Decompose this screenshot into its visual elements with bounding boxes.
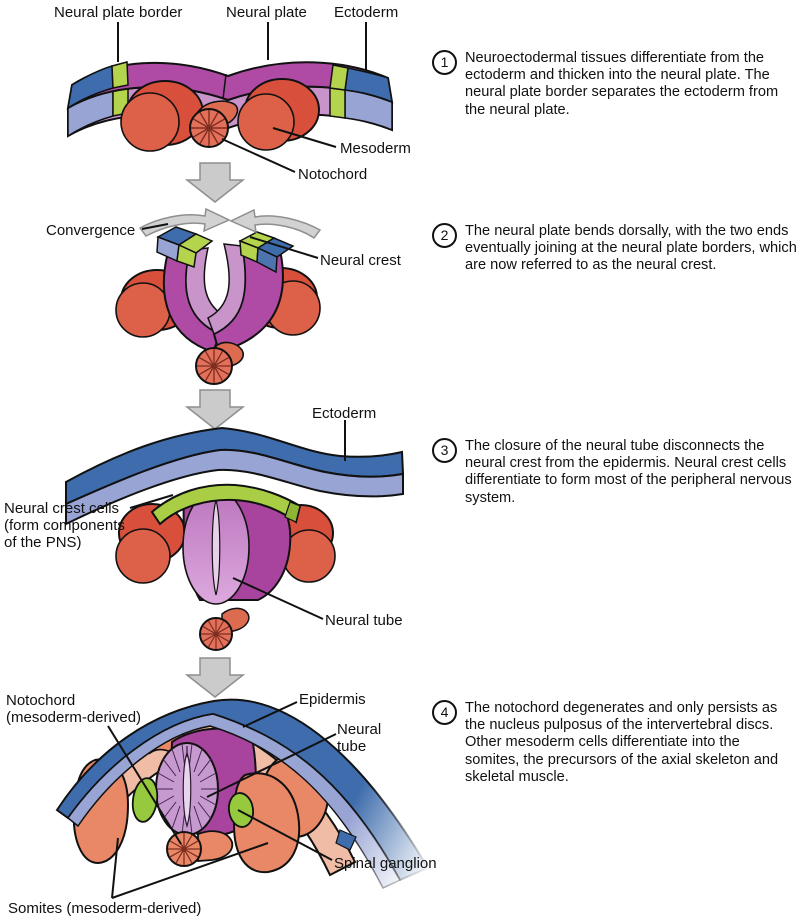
step-1: 1 Neuroectodermal tissues differentiate … [430, 50, 798, 119]
border-top-left [111, 61, 129, 89]
notochord-4 [166, 830, 234, 867]
step-2-number-badge: 2 [432, 223, 457, 248]
notochord-1 [189, 100, 239, 148]
convergence-arrow-right-icon [229, 208, 322, 240]
mesoderm-right [237, 78, 320, 151]
step-4-number-badge: 4 [432, 700, 457, 725]
label-ectoderm-1: Ectoderm [334, 4, 399, 21]
label-neural-crest-cells: Neural crest cells (form components of t… [4, 500, 125, 551]
panel3-neural-tube-stage [65, 420, 405, 698]
neural-tube-cross-section [155, 742, 219, 836]
plate-crease [222, 73, 227, 100]
label-somites: Somites (mesoderm-derived) [8, 900, 202, 917]
epidermis-end-cap [335, 829, 357, 851]
label-neural-tube-4: Neural tube [337, 721, 382, 755]
ectoderm-sheet-front [65, 448, 404, 526]
label-spinal-ganglion: Spinal ganglion [334, 855, 437, 872]
neural-crest-cap-left [156, 226, 214, 269]
mesoderm-left [115, 503, 186, 584]
panel1-neural-plate-stage [66, 22, 394, 203]
ectoderm-top-right [344, 67, 393, 104]
down-arrow-icon [184, 389, 246, 430]
panel4-leader-lines [107, 701, 337, 899]
border-top-right [329, 64, 349, 91]
label-convergence: Convergence [46, 222, 136, 239]
spinal-ganglion-left [131, 777, 159, 823]
panel3-leader-lines [129, 420, 346, 620]
panel1-leader-lines [117, 22, 367, 173]
step-3-text: The closure of the neural tube disconnec… [465, 438, 792, 506]
step-1-number-badge: 1 [432, 50, 457, 75]
down-arrow-icon [184, 657, 246, 698]
step-4-text: The notochord degenerates and only persi… [465, 700, 779, 785]
panel2-leader-lines [141, 223, 319, 259]
label-notochord-1: Notochord [298, 166, 368, 183]
neural-fold [162, 243, 284, 354]
label-mesoderm: Mesoderm [340, 140, 411, 157]
epidermis-band [55, 698, 430, 889]
step-3: 3 The closure of the neural tube disconn… [430, 438, 798, 507]
label-neural-crest: Neural crest [320, 252, 401, 269]
neural-crest-cells-band [150, 483, 302, 526]
label-ectoderm-3: Ectoderm [312, 405, 377, 422]
down-arrow-icon [184, 162, 246, 203]
step-3-number-badge: 3 [432, 438, 457, 463]
convergence-arrow-left-icon [138, 207, 231, 237]
central-canal [182, 751, 192, 829]
tube-stripes [156, 743, 218, 835]
notochord-2 [195, 341, 245, 385]
notochord-3 [199, 607, 250, 651]
step-2: 2 The neural plate bends dorsally, with … [430, 223, 798, 275]
label-epidermis: Epidermis [299, 691, 366, 708]
panel4-somite-stage [55, 698, 430, 899]
neural-canal-slit [211, 499, 221, 596]
step-2-text: The neural plate bends dorsally, with th… [465, 223, 797, 274]
spinal-ganglion-right [227, 792, 255, 828]
label-neural-plate: Neural plate [226, 4, 307, 21]
mesoderm-left [120, 80, 204, 152]
border-front-right [329, 87, 346, 119]
label-notochord-4: Notochord (mesoderm-derived) [6, 692, 142, 726]
label-neural-plate-border: Neural plate border [54, 4, 183, 21]
panel2-convergence-stage [115, 207, 322, 430]
label-neural-tube-3: Neural tube [325, 612, 403, 629]
step-4: 4 The notochord degenerates and only per… [430, 700, 798, 786]
step-1-text: Neuroectodermal tissues differentiate fr… [465, 50, 779, 118]
